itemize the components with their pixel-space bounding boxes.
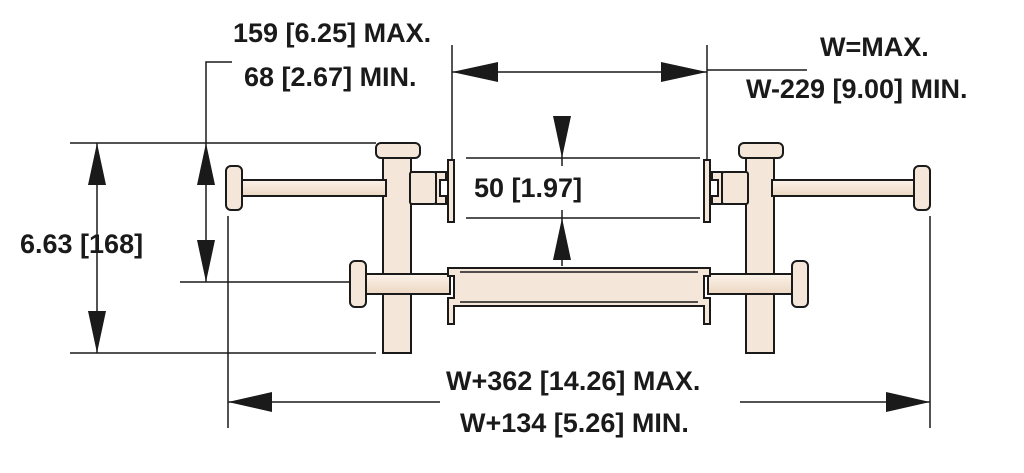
- center-gap-label: 50 [1.97]: [474, 173, 582, 203]
- right-bracket-assembly: [703, 142, 931, 354]
- right-rail-profile: [711, 171, 723, 205]
- top-left-min-label: 68 [2.67] MIN.: [244, 62, 417, 92]
- arrow-leader-top: [197, 143, 215, 185]
- right-clamp-block: [721, 171, 749, 205]
- left-lower-rod: [363, 273, 451, 295]
- left-height-label: 6.63 [168]: [20, 229, 143, 259]
- center-guide-rail: [447, 267, 711, 325]
- arrow-leader-bottom: [197, 240, 215, 282]
- arrow-top-left: [452, 62, 498, 82]
- arrow-bottom-right: [886, 392, 930, 412]
- right-upper-rod: [771, 179, 917, 197]
- left-vertical-post: [382, 155, 412, 354]
- left-bracket-assembly: [225, 142, 455, 354]
- right-post-cap: [738, 142, 784, 159]
- bottom-max-label: W+362 [14.26] MAX.: [446, 366, 700, 396]
- arrow-gap-top: [553, 116, 571, 158]
- arrow-left-top: [88, 143, 106, 185]
- bottom-min-label: W+134 [5.26] MIN.: [460, 408, 689, 438]
- lower-rail-assembly: [349, 260, 809, 325]
- left-lower-knob: [349, 260, 367, 308]
- left-upper-rod: [239, 179, 387, 197]
- left-clamp-block: [409, 171, 437, 205]
- right-lower-rod: [707, 273, 795, 295]
- dimension-arrowheads: [88, 62, 930, 412]
- left-rail-profile: [435, 171, 447, 205]
- left-post-cap: [375, 142, 421, 159]
- right-vertical-post: [745, 155, 775, 354]
- top-left-max-label: 159 [6.25] MAX.: [233, 18, 431, 48]
- right-lower-knob: [791, 260, 809, 308]
- arrow-bottom-left: [228, 392, 272, 412]
- top-right-min-label: W-229 [9.00] MIN.: [746, 74, 968, 104]
- top-right-max-label: W=MAX.: [820, 32, 929, 62]
- right-upper-knob: [913, 165, 931, 211]
- arrow-left-bottom: [88, 311, 106, 353]
- right-rail-plate: [703, 159, 711, 223]
- arrow-gap-bottom: [553, 218, 571, 260]
- arrow-top-right: [661, 62, 707, 82]
- left-upper-knob: [225, 165, 243, 211]
- left-rail-plate: [447, 159, 455, 223]
